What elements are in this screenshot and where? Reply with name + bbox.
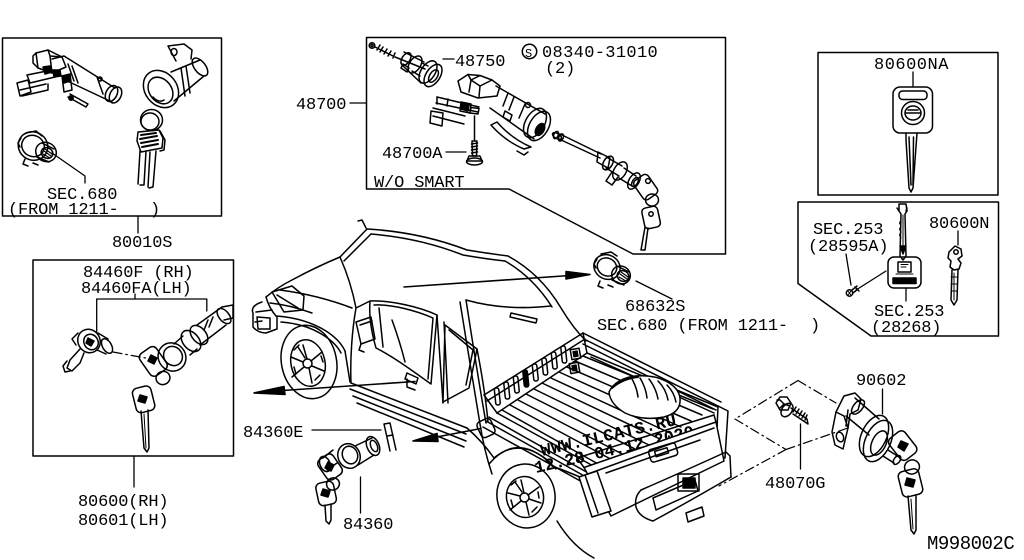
svg-text:SEC.253: SEC.253 [813, 221, 883, 240]
svg-text:): ) [810, 317, 820, 336]
svg-text:80601(LH): 80601(LH) [78, 512, 168, 531]
svg-text:(28268): (28268) [871, 319, 941, 338]
svg-text:48700A: 48700A [382, 145, 443, 164]
svg-text:80600(RH): 80600(RH) [78, 493, 168, 512]
svg-text:80010S: 80010S [112, 234, 172, 253]
svg-text:(FROM 1211-: (FROM 1211- [8, 201, 119, 220]
svg-text:SEC.253: SEC.253 [874, 303, 944, 322]
svg-text:SEC.680: SEC.680 [47, 186, 117, 205]
svg-text:M998002C: M998002C [927, 533, 1014, 555]
svg-text:S: S [525, 47, 532, 61]
svg-text:80600N: 80600N [929, 215, 989, 234]
svg-text:(28595A): (28595A) [808, 238, 888, 257]
svg-text:08340-31010: 08340-31010 [542, 44, 658, 63]
svg-text:84360E: 84360E [243, 424, 303, 443]
svg-text:68632S: 68632S [625, 298, 685, 317]
svg-text:(2): (2) [545, 60, 575, 79]
svg-text:48750: 48750 [455, 53, 505, 72]
svg-text:): ) [150, 201, 160, 220]
svg-text:48070G: 48070G [765, 475, 825, 494]
svg-text:84460FA(LH): 84460FA(LH) [81, 280, 192, 299]
svg-text:48700: 48700 [296, 96, 346, 115]
svg-text:W/O SMART: W/O SMART [374, 174, 464, 193]
svg-text:SEC.680 (FROM 1211-: SEC.680 (FROM 1211- [597, 317, 788, 336]
svg-text:84460F (RH): 84460F (RH) [83, 264, 194, 283]
svg-text:84360: 84360 [343, 516, 393, 535]
svg-text:90602: 90602 [856, 372, 906, 391]
svg-text:80600NA: 80600NA [874, 56, 949, 75]
